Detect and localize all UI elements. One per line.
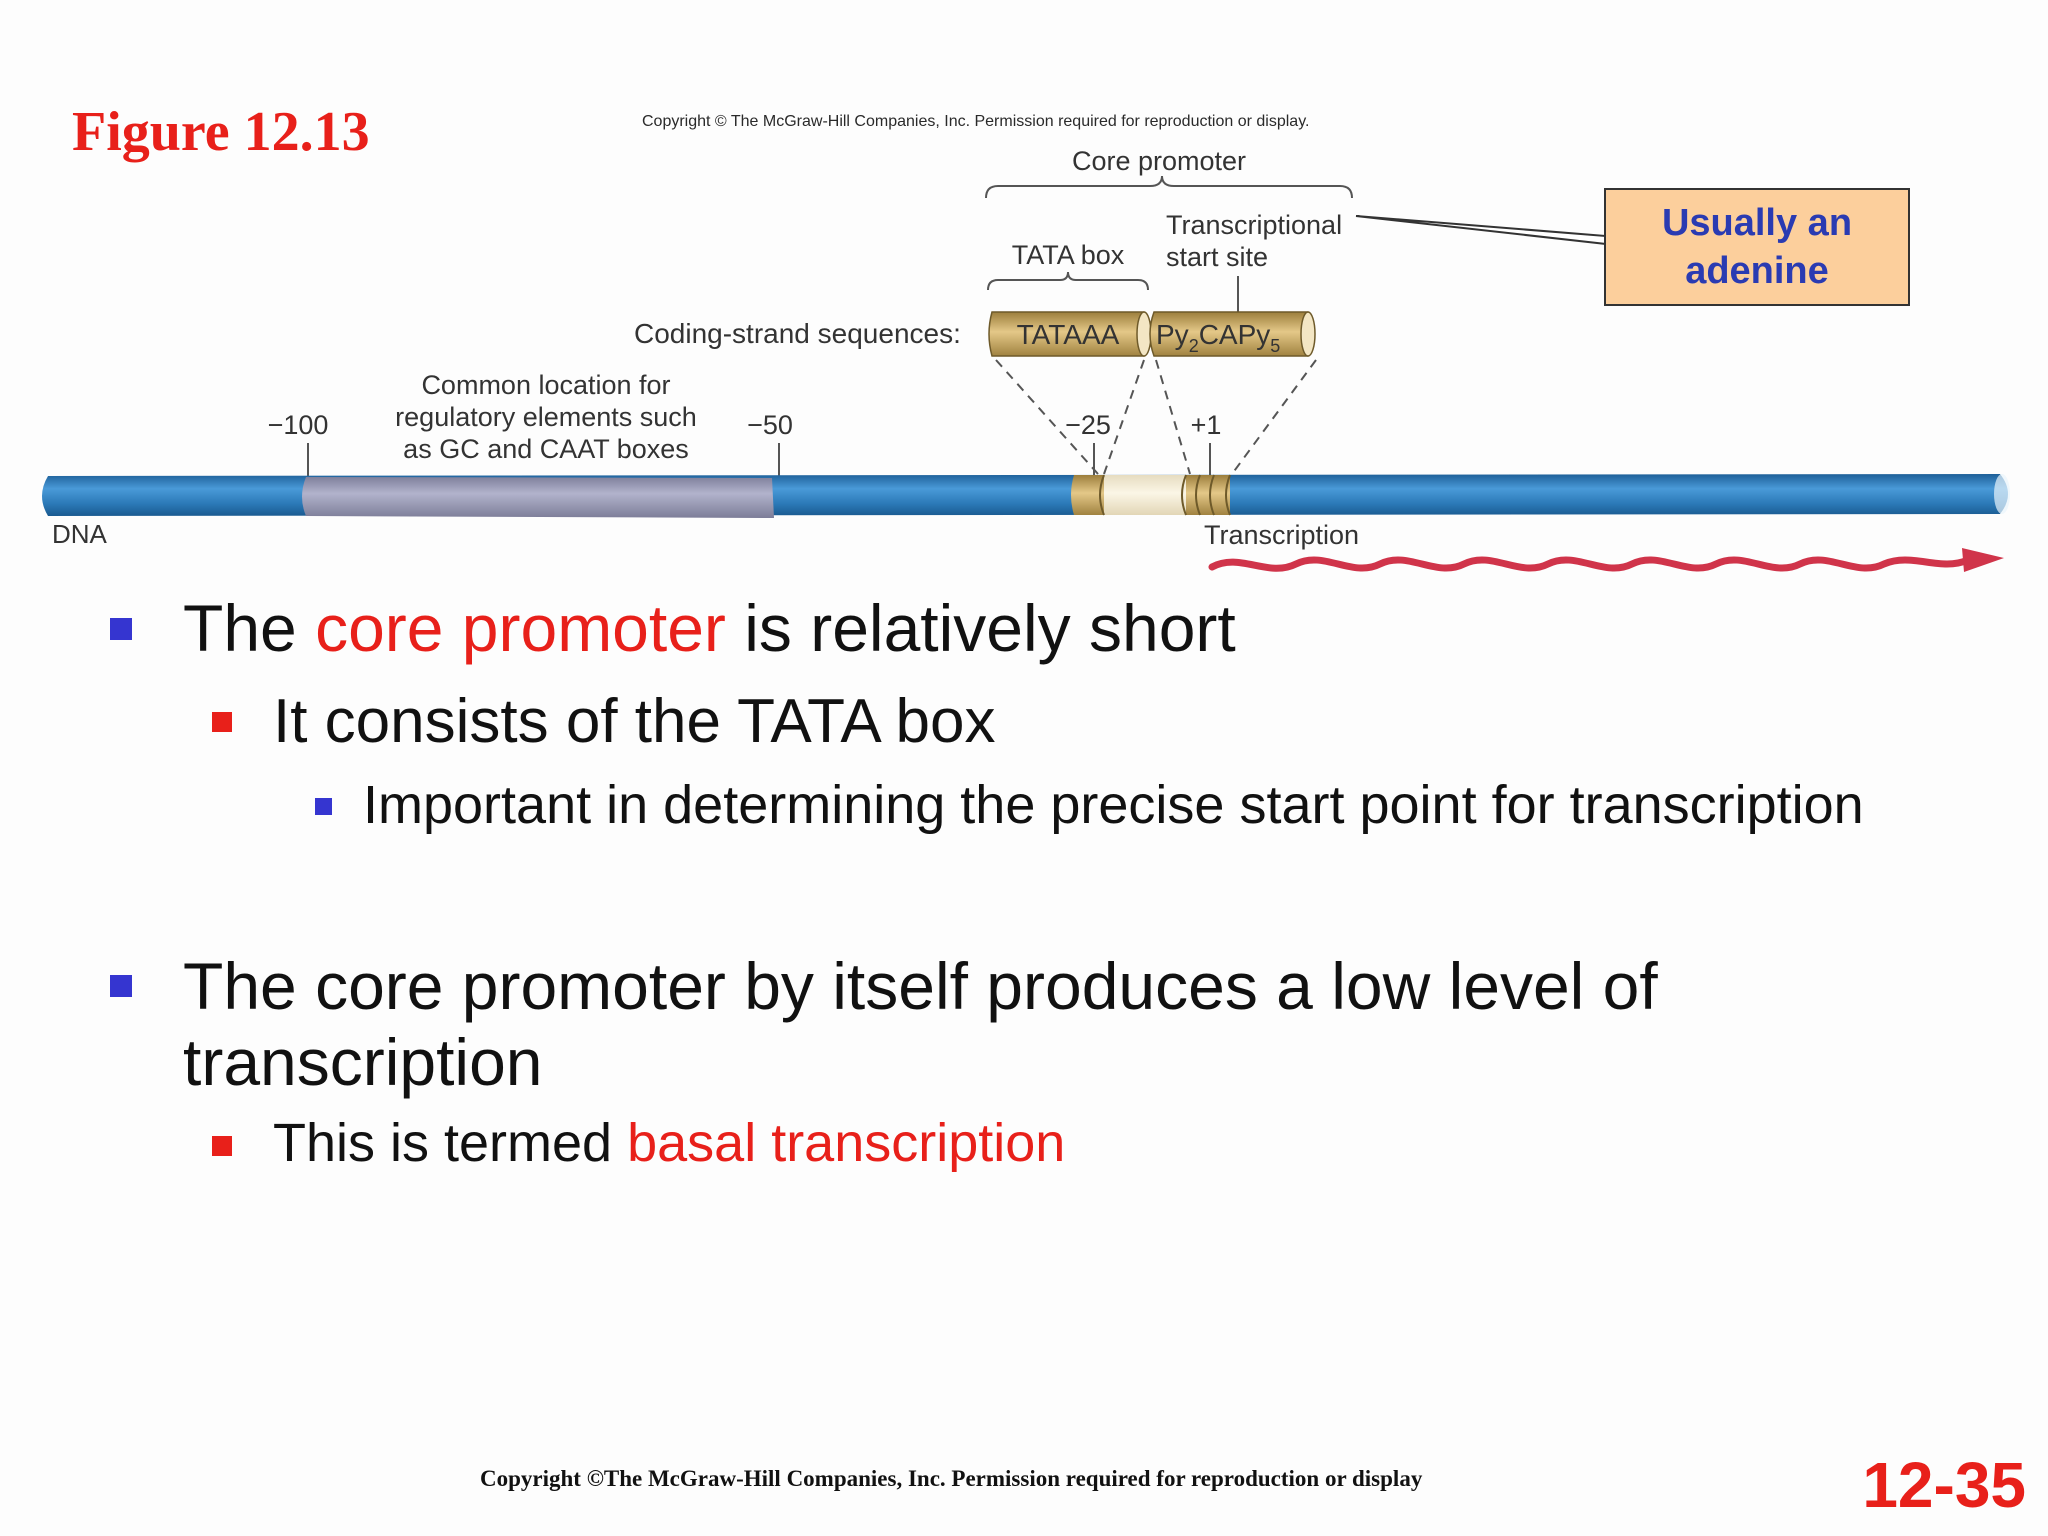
regulatory-label-line2: regulatory elements such xyxy=(395,402,697,432)
regulatory-label-line1: Common location for xyxy=(421,370,670,400)
position-minus50: −50 xyxy=(747,410,793,440)
start-site-label-line2: start site xyxy=(1166,242,1268,272)
bullet-square-icon xyxy=(315,798,332,815)
spacer-region xyxy=(1104,475,1186,515)
tata-region xyxy=(1071,475,1104,515)
callout-line2: adenine xyxy=(1685,250,1829,292)
core-promoter-label: Core promoter xyxy=(1072,146,1246,176)
position-minus25: −25 xyxy=(1065,410,1111,440)
bullet-square-icon xyxy=(212,1136,232,1156)
position-minus100: −100 xyxy=(268,410,329,440)
coding-strand-label: Coding-strand sequences: xyxy=(634,318,961,349)
dna-strand xyxy=(42,474,2010,518)
transcription-arrow xyxy=(1208,548,2004,572)
figure-copyright: Copyright © The McGraw-Hill Companies, I… xyxy=(642,113,1310,130)
bullet-low-level-transcription: The core promoter by itself produces a l… xyxy=(183,949,1658,1099)
bullet-core-promoter-short: The core promoter is relatively short xyxy=(183,591,1236,665)
start-region xyxy=(1186,475,1230,515)
bullet-square-icon xyxy=(110,618,132,640)
footer-copyright: Copyright ©The McGraw-Hill Companies, In… xyxy=(480,1466,1423,1491)
transcription-label: Transcription xyxy=(1204,520,1359,550)
promoter-diagram: Core promoter Transcriptional start site… xyxy=(42,146,2010,572)
tata-sequence-segment: TATAAA xyxy=(988,311,1152,357)
callout-line1: Usually an xyxy=(1661,202,1853,244)
start-site-sequence-segment: Py2CAPy5 xyxy=(1149,311,1316,357)
callout-pointer xyxy=(1355,215,1607,246)
dna-label: DNA xyxy=(52,519,108,549)
tata-box-bracket xyxy=(987,271,1149,291)
start-site-sequence: Py2CAPy5 xyxy=(1156,319,1280,356)
bullet-precise-start-point: Important in determining the precise sta… xyxy=(363,775,1864,835)
zoom-lines xyxy=(995,359,1317,475)
position-plus1: +1 xyxy=(1191,410,1222,440)
bullet-square-icon xyxy=(212,712,232,732)
tata-sequence: TATAAA xyxy=(1017,319,1120,350)
adenine-callout: Usually an adenine xyxy=(1604,188,1910,306)
bullet-tata-box: It consists of the TATA box xyxy=(273,687,996,756)
figure-label: Figure 12.13 xyxy=(72,101,370,163)
core-promoter-bracket xyxy=(985,175,1353,199)
regulatory-region xyxy=(302,477,774,518)
regulatory-label-line3: as GC and CAAT boxes xyxy=(403,434,689,464)
start-site-label-line1: Transcriptional xyxy=(1166,210,1342,240)
tata-box-label: TATA box xyxy=(1012,240,1125,270)
page-number: 12-35 xyxy=(1862,1449,2026,1521)
bullet-square-icon xyxy=(110,975,132,997)
bullet-basal-transcription: This is termed basal transcription xyxy=(273,1113,1066,1173)
